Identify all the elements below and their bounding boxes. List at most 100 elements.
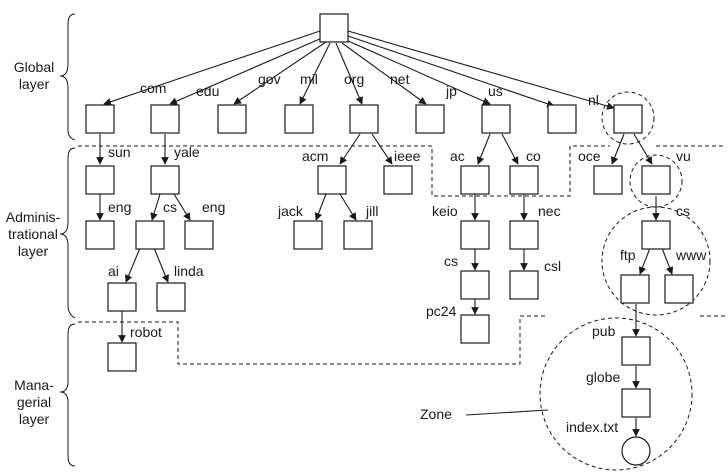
edge-root-net [341,42,427,105]
zone-nl [601,91,655,145]
node-vu [641,165,671,195]
node-sun [85,165,115,195]
label-pub: pub [592,323,616,339]
node-acm [317,165,347,195]
label-index-file: index.txt [566,419,618,435]
node-jack [293,220,323,250]
edge-cs-linda [153,247,169,283]
label-org: org [344,71,364,87]
administrational-layer-label-line: layer [18,243,49,259]
label-ai: ai [108,263,119,279]
node-oce [593,165,623,195]
label-vu-cs: cs [676,203,690,219]
node-csl [509,270,539,300]
node-yale [150,165,180,195]
label-oce: oce [578,148,601,164]
node-labels: com edu gov mil org net jp us nl sun yal… [108,71,707,435]
edge-jp-ac [476,133,491,165]
node-co [509,165,539,195]
edge-nl-vu [633,133,653,165]
node-jill [343,220,373,250]
label-ftp: ftp [620,247,636,263]
administrational-layer-label-line: trational [8,226,58,242]
zone-label: Zone [420,406,452,422]
edge-acm-jack [314,193,327,221]
node-globe [621,388,651,418]
edge-root-jp [345,39,491,105]
label-ac: ac [450,148,465,164]
global-layer-label-line: Global [14,59,54,75]
edge-root-mil [299,42,331,105]
node-www [664,274,694,304]
label-robot: robot [130,324,162,340]
node-yale-eng [184,220,214,250]
label-linda: linda [174,263,204,279]
node-pub [621,336,651,366]
node-keio-cs [460,270,490,300]
global-admin-boundary [78,145,726,197]
label-us: us [488,83,503,99]
global-layer-label: Global layer [14,59,54,92]
managerial-layer-label: Mana- gerial layer [14,377,54,427]
edge-root-nl [347,30,615,110]
nodes [85,13,694,466]
node-mil [284,104,314,134]
label-com: com [140,80,166,96]
label-yale: yale [174,144,200,160]
edge-yale-eng [173,193,191,221]
label-jp: jp [445,83,457,99]
admin-managerial-boundary [78,315,726,365]
node-ac [460,165,490,195]
node-gov [217,104,247,134]
managerial-layer-label-line: Mana- [14,377,54,393]
label-keio-cs: cs [444,253,458,269]
node-ftp [620,274,650,304]
edge-root-us [347,35,555,108]
label-yale-cs: cs [163,199,177,215]
label-nl: nl [588,92,599,108]
global-layer-brace [59,13,76,141]
node-yale-cs [135,220,165,250]
edge-root-com [103,30,321,106]
managerial-layer-label-line: layer [19,411,50,427]
label-www: www [675,247,707,263]
label-csl: csl [544,258,561,274]
zone-pub [539,317,693,471]
node-ieee [383,165,413,195]
zone-pointer-line [465,409,549,416]
edge-root-org [335,42,363,105]
label-jack: jack [277,203,304,219]
node-robot [107,342,137,372]
edge-yale-cs [150,193,161,221]
administrational-layer-brace [59,147,76,319]
node-root [319,13,349,43]
node-linda [156,282,186,312]
edges [96,30,674,437]
label-acm: acm [302,148,328,164]
label-vu: vu [676,148,691,164]
label-globe: globe [586,369,620,385]
node-nl [613,104,643,134]
edge-cs-ftp [638,247,651,275]
edge-root-gov [233,41,327,105]
managerial-layer-brace [59,323,76,467]
node-keio [460,220,490,250]
edge-cs-ai [125,247,141,283]
node-jp [481,104,511,134]
label-edu: edu [196,83,219,99]
edge-nl-oce [610,133,625,165]
label-co: co [526,148,541,164]
node-vu-cs [641,220,671,250]
administrational-layer-label-line: Adminis- [6,209,61,225]
edge-org-acm [339,133,361,165]
edge-root-edu [169,37,323,105]
node-com [85,104,115,134]
edge-cs-www [661,247,674,275]
label-gov: gov [258,71,281,87]
label-pc24: pc24 [426,303,457,319]
node-org [349,104,379,134]
managerial-layer-label-line: gerial [17,394,51,410]
label-ieee: ieee [394,148,421,164]
zone-vu [629,154,683,208]
